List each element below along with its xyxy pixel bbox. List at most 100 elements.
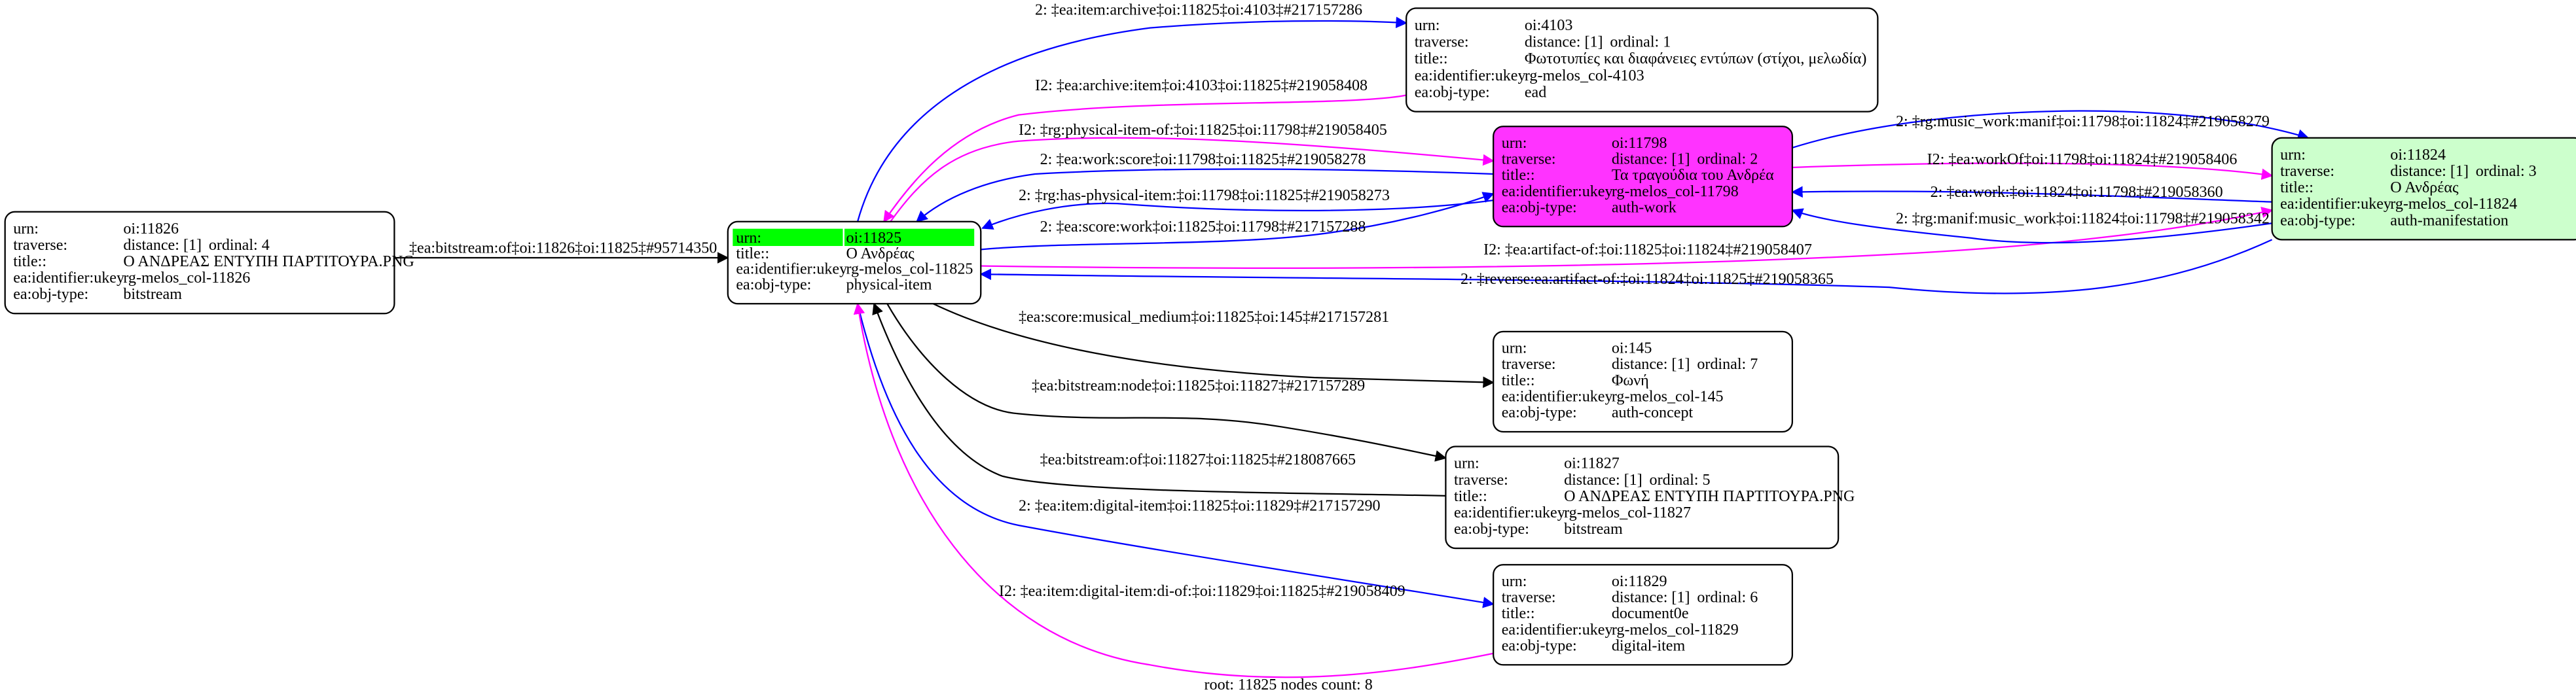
graph-edge[interactable]: 2: ‡reverse:ea:artifact-of:‡oi:11824‡oi:… bbox=[979, 239, 2273, 294]
graph-edge[interactable]: 2: ‡rg:manif:music_work‡oi:11824‡oi:1179… bbox=[1791, 208, 2272, 244]
edge-line bbox=[1792, 110, 2310, 149]
graph-edge[interactable]: 2: ‡rg:music_work:manif‡oi:11798‡oi:1182… bbox=[1792, 110, 2310, 149]
edge-label: ‡ea:bitstream:of‡oi:11826‡oi:11825‡#9571… bbox=[409, 239, 717, 256]
field-value-objtype: auth-manifestation bbox=[2390, 212, 2509, 229]
traverse-ordinal: ordinal: 1 bbox=[1610, 34, 1671, 51]
node-box bbox=[1493, 126, 1794, 228]
field-label-title: title:: bbox=[1454, 488, 1487, 505]
traverse-distance: distance: [1] bbox=[1612, 356, 1690, 373]
graph-edge[interactable]: 2: ‡ea:item:archive‡oi:11825‡oi:4103‡#21… bbox=[856, 2, 1407, 222]
field-label-ukey: ea:identifier:ukey bbox=[1415, 67, 1526, 84]
field-label-ukey: ea:identifier:ukey bbox=[736, 261, 847, 278]
edge-line bbox=[883, 94, 1407, 223]
field-value-objtype: ead bbox=[1525, 84, 1546, 101]
field-value-title: Φωτοτυπίες και διαφάνειες εντύπων (στίχο… bbox=[1525, 50, 1867, 67]
edge-line bbox=[916, 168, 1494, 222]
field-value-title: Ο Ανδρέας bbox=[2390, 179, 2459, 196]
field-label-traverse: traverse: bbox=[1454, 472, 1508, 489]
edge-line bbox=[981, 200, 1494, 230]
field-label-ukey: ea:identifier:ukey bbox=[1502, 183, 1613, 200]
field-label-title: title:: bbox=[1502, 372, 1535, 389]
graph-edge[interactable]: 2: ‡ea:work:score‡oi:11798‡oi:11825‡#219… bbox=[916, 151, 1494, 222]
node-box bbox=[1493, 330, 1794, 433]
graph-edge[interactable]: I2: ‡rg:physical-item-of:‡oi:11825‡oi:11… bbox=[890, 122, 1495, 222]
node-box bbox=[1493, 564, 1794, 666]
field-label-objtype: ea:obj-type: bbox=[736, 277, 811, 294]
edge-label: ‡ea:bitstream:node‡oi:11825‡oi:11827‡#21… bbox=[1032, 377, 1365, 394]
graph-edge[interactable]: I2: ‡ea:item:digital-item:di-of:‡oi:1182… bbox=[853, 302, 1494, 678]
graph-edge[interactable]: ‡ea:bitstream:of‡oi:11827‡oi:11825‡#2180… bbox=[872, 302, 1446, 497]
edge-label: I2: ‡ea:item:digital-item:di-of:‡oi:1182… bbox=[999, 583, 1406, 600]
traverse-ordinal: ordinal: 5 bbox=[1650, 472, 1711, 489]
node-box bbox=[2271, 137, 2576, 241]
field-label-urn: urn: bbox=[1502, 573, 1527, 590]
field-value-ukey: rg-melos_col-11798 bbox=[1612, 183, 1739, 200]
graph-edge[interactable]: ‡ea:score:musical_medium‡oi:11825‡oi:145… bbox=[932, 303, 1495, 389]
graph-edge[interactable]: I2: ‡ea:workOf‡oi:11798‡oi:11824‡#219058… bbox=[1792, 151, 2274, 180]
field-label-traverse: traverse: bbox=[2280, 163, 2334, 180]
edge-label: 2: ‡ea:work:score‡oi:11798‡oi:11825‡#219… bbox=[1040, 151, 1366, 168]
graph-edge[interactable]: 2: ‡ea:score:work‡oi:11825‡oi:11798‡#217… bbox=[981, 192, 1495, 251]
field-label-ukey: ea:identifier:ukey bbox=[13, 270, 124, 287]
graph-edge[interactable]: ‡ea:bitstream:of‡oi:11826‡oi:11825‡#9571… bbox=[394, 239, 729, 264]
edge-label: I2: ‡ea:artifact-of:‡oi:11825‡oi:11824‡#… bbox=[1483, 241, 1812, 258]
edge-line bbox=[856, 16, 1407, 222]
field-value-ukey: rg-melos_col-11829 bbox=[1612, 621, 1739, 639]
graph-edge[interactable]: 2: ‡ea:item:digital-item‡oi:11825‡oi:118… bbox=[856, 303, 1495, 608]
field-label-objtype: ea:obj-type: bbox=[1502, 637, 1577, 654]
field-label-urn: urn: bbox=[1502, 135, 1527, 152]
field-label-ukey: ea:identifier:ukey bbox=[1502, 388, 1613, 405]
field-value-urn: oi:4103 bbox=[1525, 17, 1573, 34]
field-value-ukey: rg-melos_col-11827 bbox=[1564, 504, 1691, 521]
field-label-urn: urn: bbox=[1502, 340, 1527, 357]
edge-line bbox=[890, 137, 1495, 222]
field-label-objtype: ea:obj-type: bbox=[1415, 84, 1490, 101]
field-label-title: title:: bbox=[13, 253, 46, 270]
field-value-urn: oi:145 bbox=[1612, 340, 1652, 357]
field-value-objtype: auth-work bbox=[1612, 199, 1677, 216]
field-label-urn: urn: bbox=[736, 230, 761, 247]
graph-edge[interactable]: I2: ‡ea:archive:item‡oi:4103‡oi:11825‡#2… bbox=[883, 77, 1407, 223]
edge-line bbox=[981, 192, 1495, 251]
node-box bbox=[4, 211, 395, 315]
edge-label: 2: ‡rg:has-physical-item:‡oi:11798‡oi:11… bbox=[1019, 187, 1390, 204]
traverse-ordinal: ordinal: 3 bbox=[2476, 163, 2537, 180]
field-label-title: title:: bbox=[736, 245, 769, 262]
graph-edge[interactable]: 2: ‡rg:has-physical-item:‡oi:11798‡oi:11… bbox=[981, 187, 1494, 230]
field-value-ukey: rg-melos_col-11825 bbox=[846, 261, 973, 278]
traverse-ordinal: ordinal: 7 bbox=[1697, 356, 1758, 373]
node-box bbox=[1406, 7, 1879, 113]
graph-edge[interactable]: I2: ‡ea:artifact-of:‡oi:11825‡oi:11824‡#… bbox=[981, 207, 2274, 269]
field-label-urn: urn: bbox=[1454, 455, 1479, 472]
field-label-traverse: traverse: bbox=[1415, 34, 1469, 51]
root-highlight bbox=[733, 228, 843, 247]
edge-label: 2: ‡ea:item:digital-item‡oi:11825‡oi:118… bbox=[1019, 497, 1381, 514]
field-value-urn: oi:11824 bbox=[2390, 147, 2446, 164]
field-value-title: Ο ΑΝΔΡΕΑΣ ΕΝΤΥΠΗ ΠΑΡΤΙΤΟΥΡΑ.PNG bbox=[1564, 488, 1855, 505]
field-value-urn: oi:11825 bbox=[846, 230, 901, 247]
field-label-title: title:: bbox=[1415, 50, 1448, 67]
field-value-urn: oi:11826 bbox=[123, 220, 179, 237]
traverse-ordinal: ordinal: 2 bbox=[1697, 151, 1758, 168]
edge-line bbox=[1791, 186, 2272, 203]
edge-line bbox=[932, 303, 1495, 389]
field-value-objtype: bitstream bbox=[123, 286, 182, 303]
field-value-title: Ο ΑΝΔΡΕΑΣ ΕΝΤΥΠΗ ΠΑΡΤΙΤΟΥΡΑ.PNG bbox=[123, 253, 414, 270]
graph-edge[interactable]: 2: ‡ea:work:‡oi:11824‡oi:11798‡#21905836… bbox=[1791, 184, 2272, 203]
edge-line bbox=[872, 302, 1446, 497]
traverse-distance: distance: [1] bbox=[1612, 589, 1690, 606]
field-value-urn: oi:11827 bbox=[1564, 455, 1620, 472]
traverse-ordinal: ordinal: 4 bbox=[209, 237, 270, 254]
field-label-urn: urn: bbox=[1415, 17, 1440, 34]
field-value-title: Τα τραγούδια του Ανδρέα bbox=[1612, 167, 1774, 184]
graph-edge[interactable]: ‡ea:bitstream:node‡oi:11825‡oi:11827‡#21… bbox=[886, 303, 1447, 462]
